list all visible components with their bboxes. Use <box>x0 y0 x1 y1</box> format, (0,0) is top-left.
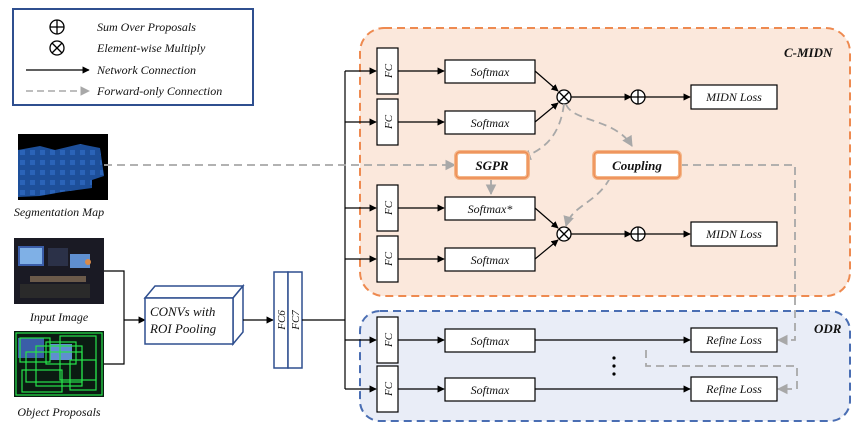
convs-label-line2: ROI Pooling <box>149 321 217 336</box>
fc-block: FC <box>376 98 399 146</box>
object-proposals-label: Object Proposals <box>17 405 101 419</box>
sum-node-icon <box>630 226 646 242</box>
segmentation-map-label: Segmentation Map <box>14 205 104 219</box>
legend-sum-label: Sum Over Proposals <box>97 20 196 34</box>
svg-text:SGPR: SGPR <box>475 158 509 173</box>
fc-block: FC <box>376 316 399 364</box>
svg-text:FC: FC <box>383 251 395 267</box>
multiply-node-icon <box>556 89 572 105</box>
input-image-label: Input Image <box>29 310 89 324</box>
softmax-to-multiply-arrow <box>534 70 559 92</box>
midn-loss-block: MIDN Loss <box>690 221 778 247</box>
coupling-to-refine-loss-connection <box>680 164 796 346</box>
multiply-symbol-icon <box>49 40 65 56</box>
softmax-block: Softmax <box>444 377 536 402</box>
refine-loss-block: Refine Loss <box>690 327 778 353</box>
svg-text:FC: FC <box>383 63 395 79</box>
sum-symbol-icon <box>49 19 65 35</box>
softmax-to-multiply-arrow <box>534 239 559 260</box>
ellipsis-dots <box>612 356 616 376</box>
fc-block: FC <box>376 47 399 95</box>
legend-network-label: Network Connection <box>96 63 196 77</box>
odr-title: ODR <box>814 321 842 336</box>
convs-label-line1: CONVs with <box>150 304 215 319</box>
sum-node-icon <box>630 89 646 105</box>
input-image <box>14 238 104 304</box>
softmax-star-block: Softmax* <box>444 196 536 221</box>
convs-roi-pooling-block <box>143 283 245 347</box>
refine-to-next-refine-connection <box>645 350 798 395</box>
legend-forward-label: Forward-only Connection <box>96 84 222 98</box>
object-proposals-image <box>14 331 104 397</box>
svg-text:Softmax: Softmax <box>471 383 510 397</box>
fc7-label: FC7 <box>290 310 302 331</box>
softmax-block: Softmax <box>444 328 536 353</box>
svg-text:FC: FC <box>383 381 395 397</box>
softmax-to-multiply-arrow <box>534 207 559 229</box>
multiply-node-icon <box>556 226 572 242</box>
svg-text:MIDN Loss: MIDN Loss <box>705 227 762 241</box>
softmax-block: Softmax <box>444 110 536 135</box>
softmax-to-multiply-arrow <box>534 102 559 123</box>
svg-text:Softmax: Softmax <box>471 253 510 267</box>
c-midn-title: C-MIDN <box>784 45 833 60</box>
sgpr-module: SGPR <box>454 150 530 180</box>
fc6-label: FC6 <box>276 310 288 331</box>
svg-text:FC: FC <box>383 332 395 348</box>
fc-block: FC <box>376 184 399 232</box>
softmax-block: Softmax <box>444 247 536 272</box>
softmax-block: Softmax <box>444 59 536 84</box>
svg-text:Refine Loss: Refine Loss <box>705 382 762 396</box>
midn-loss-block: MIDN Loss <box>690 84 778 110</box>
proposals-connector <box>104 320 125 365</box>
svg-text:FC: FC <box>383 114 395 130</box>
multiply-to-coupling-connection <box>565 103 633 147</box>
svg-text:Softmax: Softmax <box>471 65 510 79</box>
coupling-module: Coupling <box>592 150 682 180</box>
legend-multiply-label: Element-wise Multiply <box>96 41 206 55</box>
svg-text:Softmax: Softmax <box>471 116 510 130</box>
fc-block: FC <box>376 365 399 413</box>
svg-text:Refine Loss: Refine Loss <box>705 333 762 347</box>
coupling-to-multiply-connection <box>563 177 611 228</box>
refine-loss-block: Refine Loss <box>690 376 778 402</box>
svg-text:MIDN Loss: MIDN Loss <box>705 90 762 104</box>
segmentation-map-image <box>18 134 108 200</box>
fc-block: FC <box>376 235 399 283</box>
svg-text:Softmax: Softmax <box>471 334 510 348</box>
svg-text:FC: FC <box>383 200 395 216</box>
svg-text:Coupling: Coupling <box>612 158 662 173</box>
svg-text:Softmax*: Softmax* <box>468 202 513 216</box>
input-image-connector <box>104 270 125 320</box>
